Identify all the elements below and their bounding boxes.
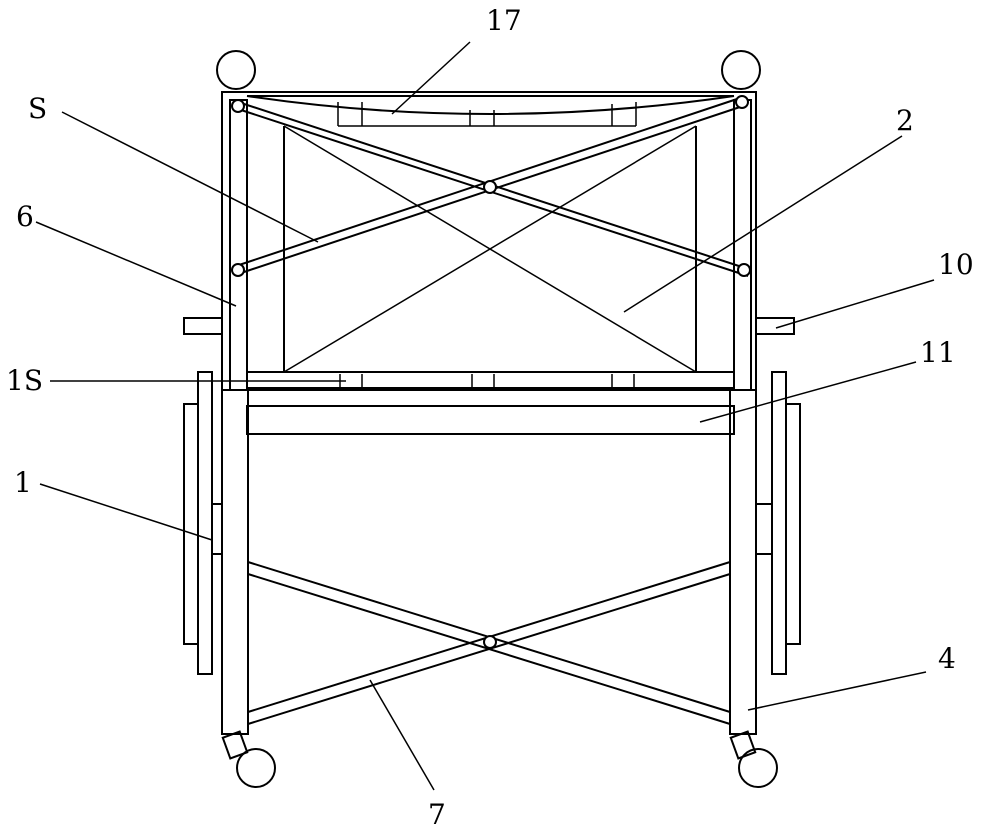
brace-pivot-bl xyxy=(232,264,244,276)
right-caster-fork xyxy=(731,732,755,759)
left-leg xyxy=(222,390,248,734)
bottom-rail-clips xyxy=(340,374,634,388)
label-11: 11 xyxy=(920,336,956,369)
left-frame-post xyxy=(230,100,247,390)
lower-brace-pivot xyxy=(484,636,496,648)
label-s: S xyxy=(28,92,47,125)
leader-4 xyxy=(748,672,926,710)
left-arm-stub xyxy=(184,318,222,334)
label-2: 2 xyxy=(896,104,914,137)
brace-pivot-center xyxy=(484,181,496,193)
right-wheel-hub xyxy=(756,504,772,554)
brace-pivot-tl xyxy=(232,100,244,112)
leader-1 xyxy=(40,484,212,540)
leader-17 xyxy=(392,42,470,114)
label-6: 6 xyxy=(16,200,34,233)
panel-cross xyxy=(284,126,696,372)
leader-7 xyxy=(370,680,434,790)
leader-6 xyxy=(36,222,236,306)
left-wheel-outer xyxy=(198,372,212,674)
brace-pivot-tr xyxy=(736,96,748,108)
right-wheel-tire xyxy=(786,404,800,644)
right-wheel-outer xyxy=(772,372,786,674)
left-wheel-tire xyxy=(184,404,198,644)
label-18: 1S xyxy=(6,364,43,397)
left-wheel-hub xyxy=(212,504,222,554)
leader-s xyxy=(62,112,318,242)
label-1: 1 xyxy=(14,466,32,499)
leader-10 xyxy=(776,280,934,328)
label-4: 4 xyxy=(938,642,956,675)
seat-bar xyxy=(247,406,734,434)
bottom-rail xyxy=(247,372,734,388)
right-caster-wheel xyxy=(739,749,777,787)
top-left-knob xyxy=(217,51,255,89)
right-arm-stub xyxy=(756,318,794,334)
label-17: 17 xyxy=(486,4,522,37)
leader-2 xyxy=(624,136,902,312)
label-10: 10 xyxy=(938,248,974,281)
brace-pivot-br xyxy=(738,264,750,276)
top-rail-curve xyxy=(247,96,734,114)
label-7: 7 xyxy=(428,798,446,829)
right-leg xyxy=(730,390,756,734)
top-right-knob xyxy=(722,51,760,89)
left-caster-wheel xyxy=(237,749,275,787)
right-frame-post xyxy=(734,100,751,390)
